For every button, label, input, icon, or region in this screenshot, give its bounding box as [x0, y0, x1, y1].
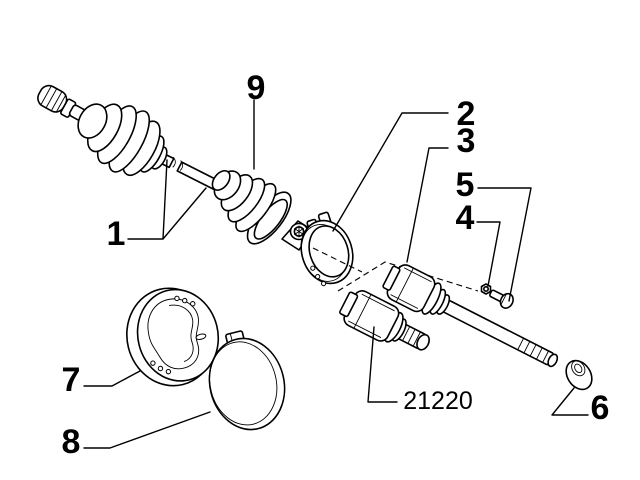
reference-callout-21220[interactable]: 21220: [403, 387, 473, 415]
inner-joint-with-shaft: [382, 264, 559, 368]
leader-line-6: [551, 387, 589, 416]
callout-8[interactable]: 8: [62, 423, 81, 461]
leader-line-21220: [367, 326, 398, 403]
shaft-yoke-stub: [281, 220, 313, 251]
callout-9[interactable]: 9: [247, 69, 266, 107]
washer: [480, 283, 492, 295]
callout-4[interactable]: 4: [456, 199, 475, 237]
boot-clamp-ring: [300, 211, 354, 287]
gasket-cover-ring: [126, 287, 220, 387]
leader-line-5: [477, 187, 532, 302]
leader-line-2: [332, 112, 449, 232]
axis-dashed-line-clamp: [312, 247, 363, 273]
inner-cv-boot: [211, 169, 292, 245]
leader-line-8: [83, 411, 211, 449]
callout-5[interactable]: 5: [456, 166, 475, 204]
callout-2[interactable]: 2: [457, 95, 476, 133]
leader-line-1: [127, 159, 207, 240]
leader-line-4: [476, 221, 501, 287]
outer-cv-joint-with-boot: [37, 84, 168, 177]
tripod-joint-housing: [339, 290, 430, 351]
leader-line-3: [406, 147, 449, 263]
callout-1[interactable]: 1: [107, 215, 126, 253]
callout-3[interactable]: 3: [457, 122, 476, 160]
leader-line-7: [83, 370, 141, 387]
dust-shield-plate: [208, 330, 286, 431]
callout-7[interactable]: 7: [62, 361, 81, 399]
axis-dashed-line-joints: [337, 261, 479, 292]
callout-6[interactable]: 6: [591, 389, 610, 427]
grease-cap: [565, 359, 593, 391]
